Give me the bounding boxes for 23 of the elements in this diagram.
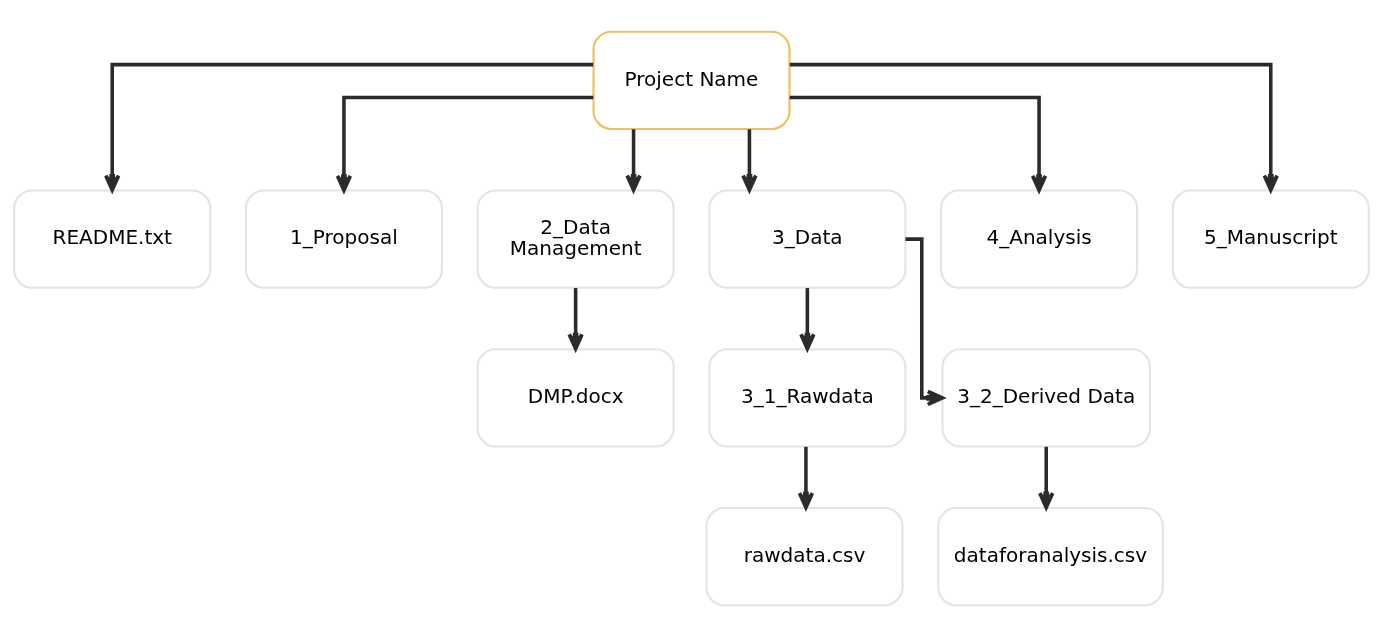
arrow [104, 62, 594, 192]
node-box: 3_2_Derived Data [941, 348, 1151, 448]
node-box: README.txt [13, 189, 212, 289]
arrow [789, 62, 1279, 192]
node-box: 3_Data [708, 189, 907, 289]
node-box: DMP.docx [476, 348, 675, 448]
node-box: dataforanalysis.csv [937, 506, 1164, 607]
arrow [741, 129, 758, 192]
arrow [797, 446, 815, 510]
arrow [335, 95, 594, 193]
arrow [567, 288, 584, 351]
arrow [625, 129, 642, 192]
node-box: 4_Analysis [940, 189, 1139, 289]
arrow [1038, 446, 1055, 510]
node-box: 5_Manuscript [1171, 189, 1370, 289]
node-box: Project Name [592, 30, 791, 131]
node-box: 3_1_Rawdata [708, 348, 907, 448]
arrow [789, 95, 1048, 193]
node-box: 2_Data Management [476, 189, 675, 289]
node-box: rawdata.csv [705, 506, 904, 607]
node-box: 1_Proposal [244, 189, 443, 289]
arrow [905, 237, 945, 407]
arrow [799, 288, 816, 351]
